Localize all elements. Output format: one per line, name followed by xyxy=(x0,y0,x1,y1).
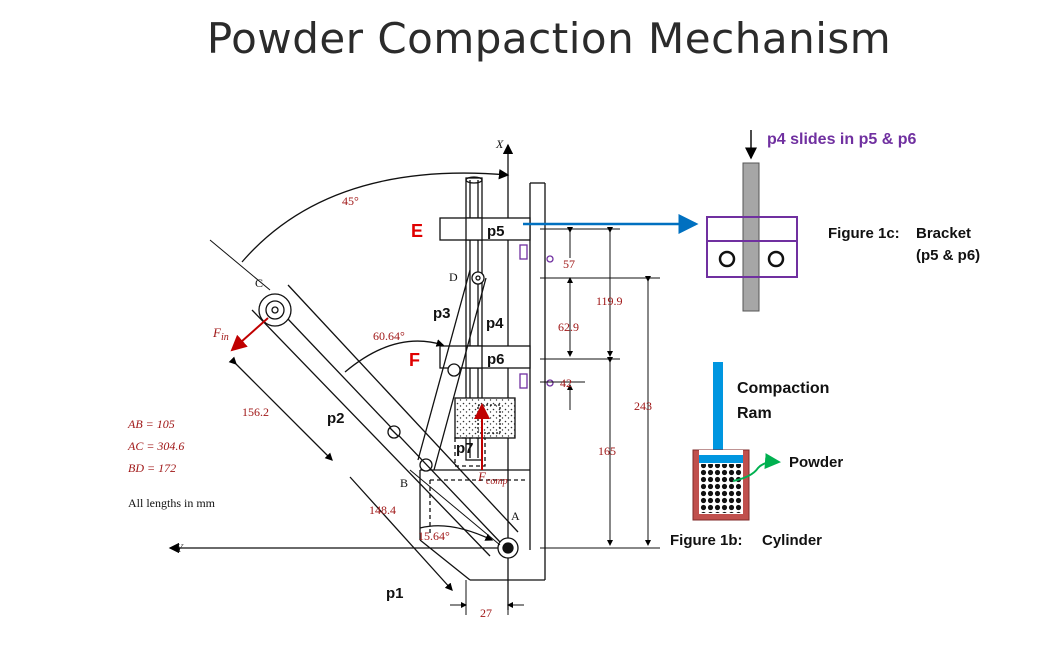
units-note: All lengths in mm xyxy=(128,496,216,510)
link-p2 xyxy=(251,284,519,557)
point-b-label: B xyxy=(400,476,408,490)
angle-60-label: 60.64° xyxy=(373,329,405,343)
ram-label-2: Ram xyxy=(737,405,772,422)
fig1b-caption: Figure 1b: xyxy=(670,532,743,549)
angle-15-label: 15.64° xyxy=(418,529,450,543)
part-p4-label: p4 xyxy=(486,315,504,332)
bracket-p5 xyxy=(439,217,554,263)
figure-1b: Compaction Ram Powder Figure 1b: Cylinde… xyxy=(670,362,843,549)
figure-1c: p4 slides in p5 & p6 Figure 1c: Bracket … xyxy=(706,130,980,312)
angle-arc-60 xyxy=(344,339,445,373)
part-p6-label: p6 xyxy=(487,351,505,368)
part-p3-label: p3 xyxy=(433,305,451,322)
length-ac: AC = 304.6 xyxy=(127,439,184,453)
mechanism xyxy=(168,143,660,615)
dim-42: 42 xyxy=(560,376,572,390)
dimension-lines xyxy=(450,227,660,615)
dim-57: 57 xyxy=(563,257,575,271)
dim-156-2: 156.2 xyxy=(242,405,269,419)
angle-arc-45 xyxy=(241,169,510,263)
part-p2-label: p2 xyxy=(327,410,345,427)
part-p5-label: p5 xyxy=(487,223,505,240)
dim-27: 27 xyxy=(480,606,492,620)
fig1c-caption: Figure 1c: xyxy=(828,225,900,242)
force-in-label: Fin xyxy=(212,325,229,343)
point-a-label: A xyxy=(511,509,520,523)
label-f: F xyxy=(409,350,420,370)
length-ab: AB = 105 xyxy=(127,417,175,431)
x-axis-label: X xyxy=(495,137,504,151)
fig1b-name: Cylinder xyxy=(762,532,822,549)
part-p1-label: p1 xyxy=(386,585,404,602)
lengths-list: AB = 105 AC = 304.6 BD = 172 xyxy=(127,417,184,475)
y-axis-label: Y xyxy=(176,541,184,555)
powder-label: Powder xyxy=(789,454,843,471)
dim-165: 165 xyxy=(598,444,616,458)
dim-243: 243 xyxy=(634,399,652,413)
part-p7-label: p7 xyxy=(456,440,474,457)
dim-119-9: 119.9 xyxy=(596,294,623,308)
fig1c-top-label: p4 slides in p5 & p6 xyxy=(767,131,916,148)
angle-45-label: 45° xyxy=(342,194,359,208)
length-bd: BD = 172 xyxy=(128,461,176,475)
dim-148-4: 148.4 xyxy=(369,503,396,517)
page-title: Powder Compaction Mechanism xyxy=(206,14,892,63)
force-in-arrow xyxy=(230,317,269,352)
point-c-label: C xyxy=(255,276,263,290)
pivot-a xyxy=(497,537,519,559)
angle-arc-15 xyxy=(419,525,494,541)
fig1c-name: Bracket xyxy=(916,225,971,242)
dim-62-9: 62.9 xyxy=(558,320,579,334)
point-d-label: D xyxy=(449,270,458,284)
force-comp-label: Fcomp xyxy=(477,469,508,487)
label-e: E xyxy=(411,221,423,241)
fig1c-sub: (p5 & p6) xyxy=(916,247,980,264)
link-p3 xyxy=(417,269,487,472)
ram-label-1: Compaction xyxy=(737,380,829,397)
